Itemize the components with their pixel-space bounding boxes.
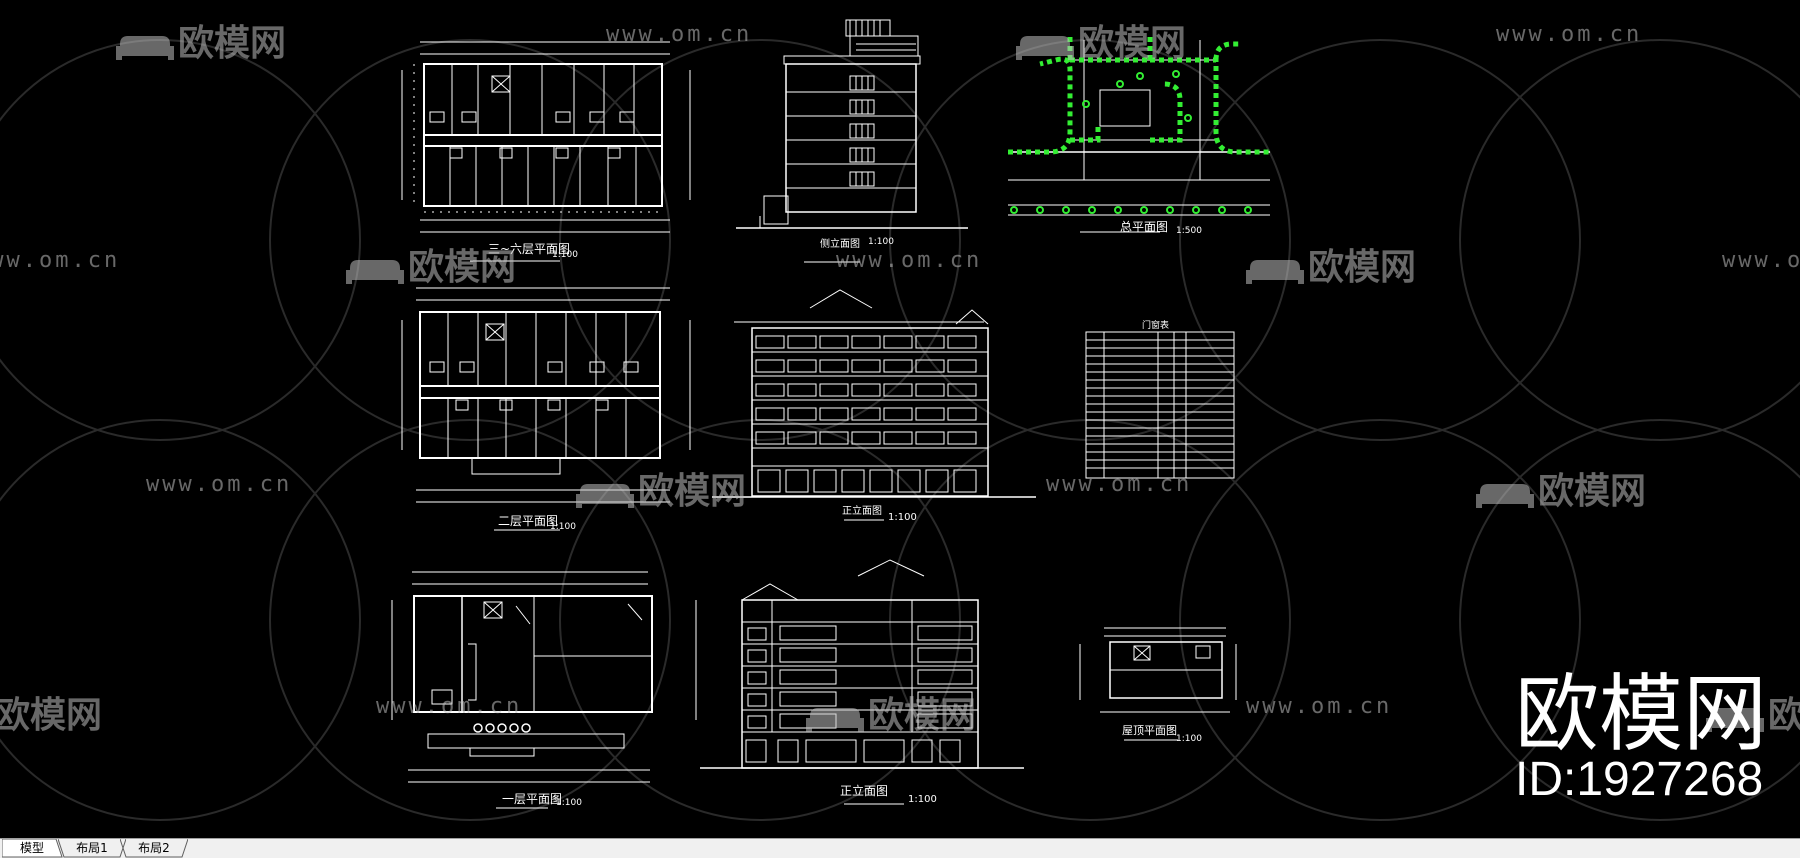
watermark-url: www.om.cn (376, 694, 523, 719)
site-plan-scale: 1:500 (1176, 226, 1202, 236)
plan-second-scale: 1:100 (550, 522, 576, 532)
sofa-icon (1016, 30, 1074, 60)
sofa-icon (806, 702, 864, 732)
watermark-url: www.om.cn (1722, 248, 1800, 273)
watermark-url: www.om.cn (836, 248, 983, 273)
watermark-url: www.om.cn (1046, 472, 1193, 497)
front-elevation-scale: 1:100 (888, 512, 917, 523)
watermark-circles (0, 39, 1800, 821)
door-window-table (1085, 331, 1235, 479)
tab-layout-2[interactable]: 布局2 (120, 839, 188, 858)
rear-elevation (700, 559, 1024, 805)
watermark-logo: 欧模网 (1016, 14, 1186, 66)
plan-first-scale: 1:100 (556, 798, 582, 808)
plan-second-title: 二层平面图 (498, 514, 559, 528)
watermark-logo: 欧模网 (1476, 462, 1646, 514)
watermark-logo: 欧模网 (346, 238, 516, 290)
side-elevation-title: 侧立面图 (820, 239, 860, 250)
watermark-logo: 欧模网 (1246, 238, 1416, 290)
door-window-table-title: 门窗表 (1142, 321, 1170, 331)
tab-layout-1[interactable]: 布局1 (58, 839, 126, 858)
tab-model[interactable]: 模型 (2, 839, 63, 858)
sofa-icon (346, 254, 404, 284)
side-elevation-scale: 1:100 (868, 237, 894, 247)
watermark-url: www.om.cn (0, 248, 121, 273)
drawing-canvas[interactable] (0, 0, 1800, 838)
watermark-url: www.om.cn (146, 472, 293, 497)
layout-tab-bar: 模型 布局1 布局2 (0, 838, 1800, 858)
roof-plan (1079, 627, 1237, 741)
plan-standard-floor (401, 41, 691, 262)
tab-shape (2, 839, 63, 858)
plan-standard-title: 三~六层平面图 (488, 242, 571, 256)
watermark-logo: 欧模网 (116, 14, 286, 66)
plan-first-title: 一层平面图 (502, 792, 563, 806)
watermark-logo: 欧模网 (806, 686, 976, 738)
side-elevation (736, 19, 968, 263)
watermark-logo: 欧模网 (576, 462, 746, 514)
watermark-logo: 欧模网 (0, 695, 103, 736)
front-elevation (712, 289, 1036, 521)
watermark-url: www.om.cn (1496, 22, 1643, 47)
sofa-icon (116, 30, 174, 60)
sofa-icon (1476, 478, 1534, 508)
watermark-url: www.om.cn (1246, 694, 1393, 719)
roof-plan-title: 屋顶平面图 (1122, 724, 1177, 737)
brand-logo-text: 欧模网 (1515, 665, 1768, 763)
front-elevation-title: 正立面图 (842, 506, 882, 517)
roof-plan-scale: 1:100 (1176, 734, 1202, 744)
asset-id-label: ID:1927268 (1515, 753, 1764, 806)
watermark-logo: 欧模网 (1706, 686, 1800, 738)
tab-shape (120, 839, 188, 858)
plan-standard-scale: 1:100 (552, 250, 578, 260)
rear-elevation-title: 正立面图 (840, 784, 889, 798)
site-plan-title: 总平面图 (1120, 220, 1169, 234)
sofa-icon (1246, 254, 1304, 284)
sofa-icon (576, 478, 634, 508)
rear-elevation-scale: 1:100 (908, 794, 937, 805)
sofa-icon (1706, 702, 1764, 732)
plan-first-floor (391, 571, 697, 809)
watermark-url: www.om.cn (606, 22, 753, 47)
site-plan (1008, 34, 1270, 233)
plan-second-floor (401, 287, 691, 531)
